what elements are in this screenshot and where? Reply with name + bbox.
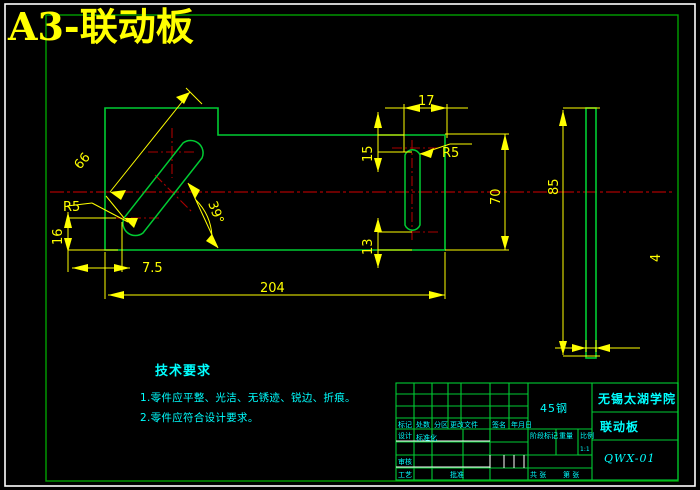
dimension-texts: 66 R5 16 7.5 39° 204 17 15 R5 70 13 85 4 — [51, 94, 664, 296]
dim-204: 204 — [260, 281, 285, 296]
title-block-revision-col-mark: 标记 — [398, 421, 412, 429]
title-block-part-name: 联动板 — [600, 420, 640, 434]
tech-requirement-item-2: 2.零件应符合设计要求。 — [140, 412, 259, 424]
sheet-frame — [4, 3, 696, 487]
dim-13: 13 — [361, 238, 376, 255]
title-block-drawing-code: QWX-01 — [604, 452, 656, 465]
vertical-slot — [404, 149, 421, 231]
title-block-revision-col-zone: 分区 — [434, 421, 448, 429]
title-block-weight: 重量 — [559, 432, 573, 440]
title-block-scale-value: 1:1 — [580, 446, 590, 453]
title-block-revision-col-date: 年月日 — [511, 421, 532, 429]
title-block-sheet-index: 第 张 — [563, 471, 580, 479]
dimension-arrowheads — [64, 92, 610, 355]
dim-r5-left: R5 — [63, 200, 80, 215]
dim-85: 85 — [547, 178, 562, 195]
part-outline-front-view — [104, 107, 446, 251]
dim-4: 4 — [649, 254, 664, 262]
title-block-row-mid-design: 标准化 — [416, 434, 437, 442]
title-block-sub-ticks — [396, 440, 525, 468]
title-block-revision-col-sign: 签名 — [492, 421, 506, 429]
page-title: A3-联动板 — [8, 4, 194, 49]
tech-requirement-item-1: 1.零件应平整、光洁、无锈迹、锐边、折痕。 — [140, 392, 356, 404]
dim-16: 16 — [51, 228, 66, 245]
part-outline-side-view — [585, 107, 597, 359]
angled-slot — [122, 139, 204, 237]
dim-7p5: 7.5 — [142, 261, 163, 276]
dimension-lines — [66, 87, 640, 357]
title-block-row-label-review: 审核 — [398, 458, 412, 466]
title-block-row-mid-approve: 批准 — [450, 471, 464, 479]
dim-r5-slot: R5 — [442, 146, 459, 161]
dim-17: 17 — [418, 94, 435, 109]
dim-66: 66 — [72, 150, 94, 172]
title-block-stage-mark: 阶段标记 — [530, 432, 558, 440]
title-block-revision-col-count: 处数 — [416, 421, 430, 429]
dim-70: 70 — [489, 188, 504, 205]
title-block-row-label-design: 设计 — [398, 432, 412, 440]
title-block-revision-col-file: 更改文件 — [450, 421, 478, 429]
title-block-grid — [395, 382, 679, 481]
dim-15: 15 — [361, 145, 376, 162]
title-block-material: 45钢 — [540, 402, 568, 415]
title-block-sheet-total: 共 张 — [530, 471, 547, 479]
tech-requirements-heading: 技术要求 — [155, 364, 212, 379]
title-block-organization: 无锡太湖学院 — [598, 392, 677, 406]
slot-centerlines — [113, 128, 440, 240]
title-block-row-label-process: 工艺 — [398, 471, 412, 479]
dim-39: 39° — [204, 199, 226, 226]
title-block-scale-label: 比例 — [580, 432, 594, 440]
